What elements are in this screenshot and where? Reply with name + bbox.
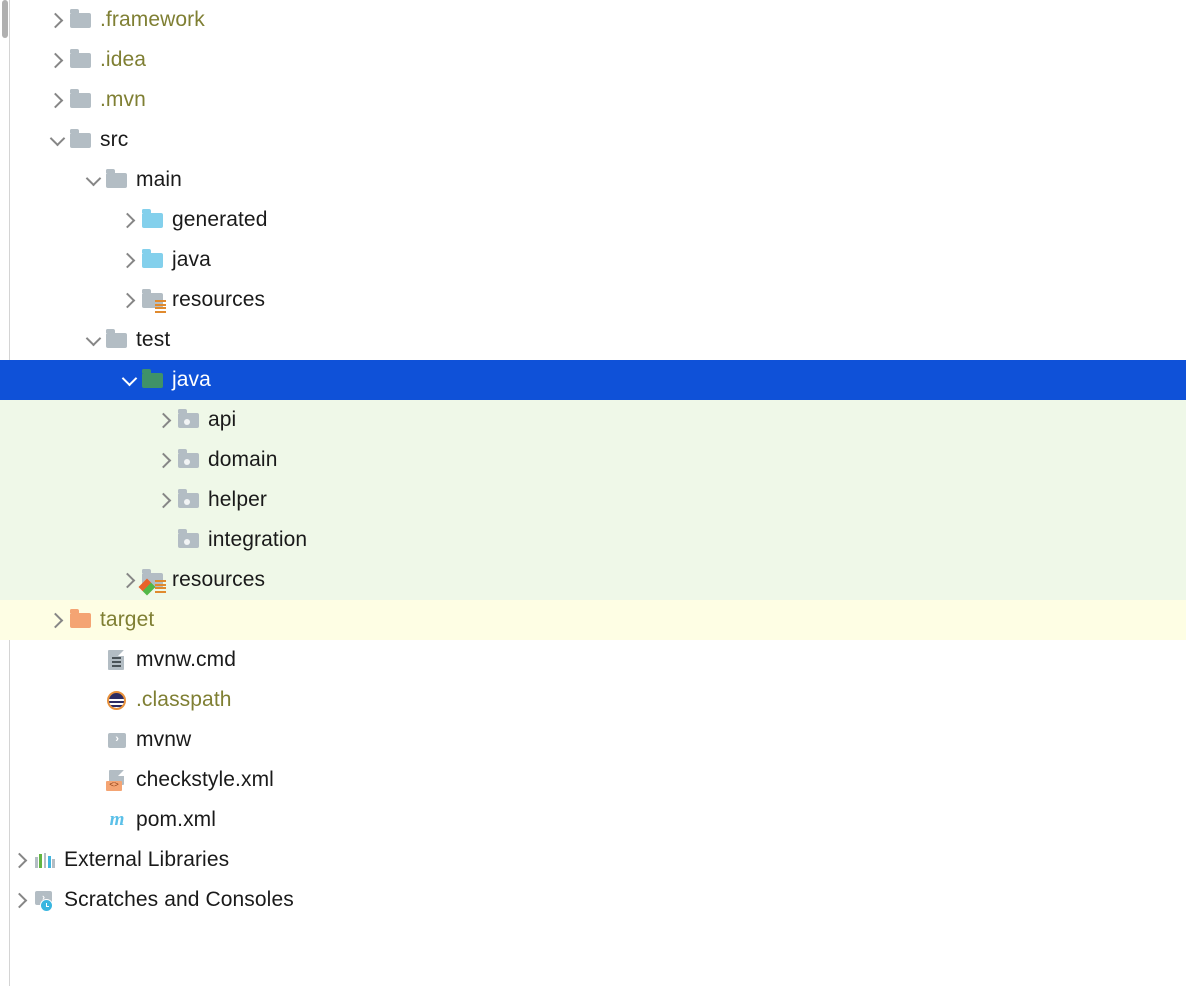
chevron-right-icon[interactable]: [46, 49, 68, 71]
chevron-down-icon[interactable]: [46, 129, 68, 151]
tree-row[interactable]: generated: [0, 200, 1186, 240]
file-script-icon: ›: [104, 727, 130, 753]
tree-row-label: target: [100, 608, 155, 631]
tree-row-label: domain: [208, 448, 278, 471]
folder-gray-icon: [68, 87, 94, 113]
tree-row[interactable]: target: [0, 600, 1186, 640]
tree-row-label: generated: [172, 208, 268, 231]
file-eclipse-icon: [104, 687, 130, 713]
tree-row-label: test: [136, 328, 171, 351]
folder-package-icon: [176, 407, 202, 433]
tree-row-label: src: [100, 128, 129, 151]
tree-row-label: resources: [172, 568, 266, 591]
chevron-right-icon[interactable]: [118, 249, 140, 271]
chevron-right-icon[interactable]: [46, 89, 68, 111]
tree-row[interactable]: resources: [0, 280, 1186, 320]
folder-green-icon: [140, 367, 166, 393]
tree-row-label: .framework: [100, 8, 205, 31]
tree-row-label: mvnw: [136, 728, 192, 751]
no-expand-spacer: [82, 769, 104, 791]
chevron-right-icon[interactable]: [154, 409, 176, 431]
tree-row-label: java: [172, 248, 211, 271]
tree-row[interactable]: main: [0, 160, 1186, 200]
folder-gray-icon: [104, 327, 130, 353]
tree-row-label: .idea: [100, 48, 147, 71]
no-expand-spacer: [82, 689, 104, 711]
tree-row[interactable]: mvnw.cmd: [0, 640, 1186, 680]
chevron-right-icon[interactable]: [118, 289, 140, 311]
chevron-right-icon[interactable]: [154, 489, 176, 511]
tree-row-label: java: [172, 368, 211, 391]
folder-gray-icon: [68, 127, 94, 153]
tree-row-label: helper: [208, 488, 267, 511]
tree-row[interactable]: .mvn: [0, 80, 1186, 120]
file-maven-icon: m: [109, 809, 125, 830]
tree-row-label: resources: [172, 288, 266, 311]
chevron-down-icon[interactable]: [82, 329, 104, 351]
folder-blue-icon: [140, 207, 166, 233]
tree-row-label: main: [136, 168, 182, 191]
chevron-right-icon[interactable]: [154, 449, 176, 471]
tree-row-label: pom.xml: [136, 808, 217, 831]
tree-row-label: mvnw.cmd: [136, 648, 236, 671]
tree-row[interactable]: .idea: [0, 40, 1186, 80]
tree-row[interactable]: java: [0, 360, 1186, 400]
scratches-icon: ›: [32, 887, 58, 913]
tree-row-label: External Libraries: [64, 848, 230, 871]
tree-row[interactable]: test: [0, 320, 1186, 360]
tree-row[interactable]: helper: [0, 480, 1186, 520]
folder-package-icon: [176, 447, 202, 473]
file-xml-icon: <>: [104, 767, 130, 793]
chevron-right-icon[interactable]: [10, 849, 32, 871]
tree-row[interactable]: External Libraries: [0, 840, 1186, 880]
folder-resources-icon: [140, 287, 166, 313]
tree-row[interactable]: java: [0, 240, 1186, 280]
tree-row[interactable]: domain: [0, 440, 1186, 480]
tree-row[interactable]: src: [0, 120, 1186, 160]
chevron-right-icon[interactable]: [46, 609, 68, 631]
tree-row[interactable]: .framework: [0, 0, 1186, 40]
chevron-down-icon[interactable]: [82, 169, 104, 191]
tree-row-label: .mvn: [100, 88, 146, 111]
tree-row[interactable]: api: [0, 400, 1186, 440]
chevron-right-icon[interactable]: [46, 9, 68, 31]
tree-row[interactable]: .classpath: [0, 680, 1186, 720]
no-expand-spacer: [82, 649, 104, 671]
file-document-icon: [104, 647, 130, 673]
chevron-down-icon[interactable]: [118, 369, 140, 391]
tree-row[interactable]: › mvnw: [0, 720, 1186, 760]
chevron-right-icon[interactable]: [118, 569, 140, 591]
folder-package-icon: [176, 487, 202, 513]
tree-row-label: Scratches and Consoles: [64, 888, 294, 911]
folder-test-resources-icon: [138, 567, 166, 596]
external-libraries-icon: [32, 847, 58, 873]
tree-row[interactable]: m pom.xml: [0, 800, 1186, 840]
no-expand-spacer: [82, 729, 104, 751]
tree-row[interactable]: <> checkstyle.xml: [0, 760, 1186, 800]
no-expand-spacer: [82, 809, 104, 831]
chevron-right-icon[interactable]: [10, 889, 32, 911]
folder-orange-icon: [68, 607, 94, 633]
tree-row-label: api: [208, 408, 237, 431]
tree-row[interactable]: › Scratches and Consoles: [0, 880, 1186, 920]
no-expand-spacer: [154, 529, 176, 551]
tree-row[interactable]: resources: [0, 560, 1186, 600]
folder-gray-icon: [68, 47, 94, 73]
tree-row-label: integration: [208, 528, 308, 551]
tree-row[interactable]: integration: [0, 520, 1186, 560]
scrollbar-thumb[interactable]: [2, 0, 8, 38]
folder-package-icon: [176, 527, 202, 553]
folder-blue-icon: [140, 247, 166, 273]
chevron-right-icon[interactable]: [118, 209, 140, 231]
folder-gray-icon: [68, 7, 94, 33]
tree-row-label: checkstyle.xml: [136, 768, 274, 791]
folder-gray-icon: [104, 167, 130, 193]
tree-row-label: .classpath: [136, 688, 232, 711]
